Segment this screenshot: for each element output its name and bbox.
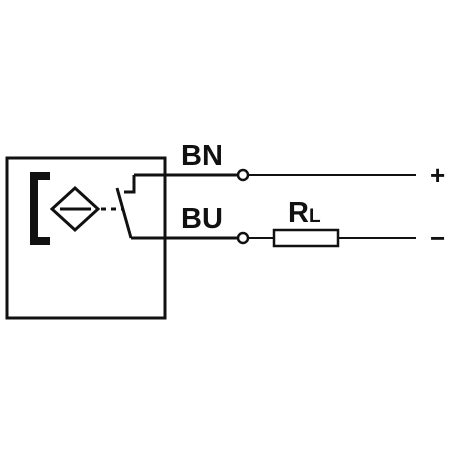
load-label-main: R [288, 197, 309, 229]
load-label-sub: L [309, 206, 321, 227]
terminal-minus: − [430, 223, 445, 253]
resistor-icon [272, 228, 340, 248]
load-label: RL [288, 197, 321, 229]
switch-contact-icon [115, 175, 165, 240]
inductive-coil-icon [49, 185, 101, 233]
terminal-node-icon[interactable] [236, 168, 250, 182]
terminal-node-icon[interactable] [236, 231, 250, 245]
sensor-face-icon [30, 172, 50, 245]
wire-label-bu: BU [181, 203, 223, 235]
wire-label-bn: BN [181, 140, 223, 172]
terminal-plus: + [430, 160, 445, 190]
